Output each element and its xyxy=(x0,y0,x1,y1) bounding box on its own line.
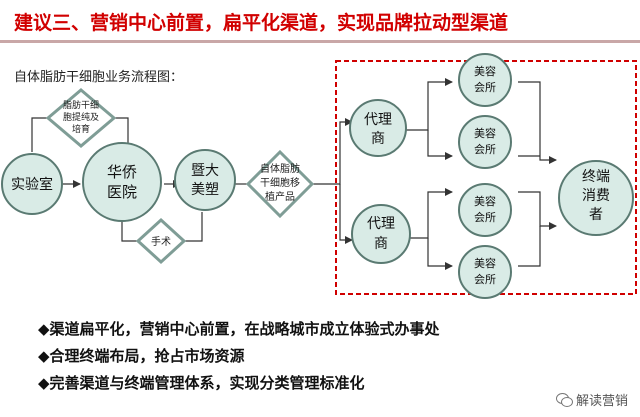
node-consumer-label-1: 终端 xyxy=(582,169,610,185)
node-meisu-label-2: 美塑 xyxy=(191,182,219,198)
page-title: 建议三、营销中心前置，扁平化渠道，实现品牌拉动型渠道 xyxy=(14,12,509,34)
bullet-item: ◆渠道扁平化，营销中心前置，在战略城市成立体验式办事处 xyxy=(38,320,440,338)
node-salon-2-label-2: 会所 xyxy=(474,143,496,156)
bullet-item: ◆完善渠道与终端管理体系，实现分类管理标准化 xyxy=(38,374,365,392)
node-meisu-label-1: 暨大 xyxy=(191,163,219,179)
extract-label-2: 胞提纯及 xyxy=(63,111,99,123)
node-salon-4-label-2: 会所 xyxy=(474,273,496,286)
node-salon-3-label-1: 美容 xyxy=(474,194,496,208)
node-hospital: 华侨 医院 xyxy=(82,142,162,222)
node-agent-2-label-1: 代理 xyxy=(367,216,395,232)
extract-label-1: 脂肪干细 xyxy=(63,99,99,111)
product-diamond: 自体脂肪 干细胞移 植产品 xyxy=(245,149,315,219)
node-consumer: 终端 消费 者 xyxy=(558,160,634,236)
node-salon-1: 美容 会所 xyxy=(458,53,512,107)
bullet-item: ◆合理终端布局，抢占市场资源 xyxy=(38,347,245,365)
product-label-2: 干细胞移 xyxy=(260,176,300,189)
product-label-3: 植产品 xyxy=(265,190,295,203)
watermark-text: 解读营销 xyxy=(575,394,628,409)
node-agent-2: 代理 商 xyxy=(351,204,411,264)
surgery-label: 手术 xyxy=(151,235,171,248)
node-lab: 实验室 xyxy=(1,153,63,215)
node-salon-3-label-2: 会所 xyxy=(474,211,496,224)
node-consumer-label-3: 者 xyxy=(589,207,603,223)
node-hospital-label-2: 医院 xyxy=(107,183,137,201)
extract-label-3: 培育 xyxy=(72,123,90,135)
node-salon-3: 美容 会所 xyxy=(458,183,512,237)
bullet-list: ◆渠道扁平化，营销中心前置，在战略城市成立体验式办事处 ◆合理终端布局，抢占市场… xyxy=(38,316,440,397)
node-agent-1: 代理 商 xyxy=(349,99,407,157)
connectors xyxy=(31,78,557,270)
wechat-icon xyxy=(555,392,573,407)
node-salon-2-label-1: 美容 xyxy=(474,126,496,140)
node-lab-label: 实验室 xyxy=(11,176,53,193)
node-salon-4: 美容 会所 xyxy=(458,245,512,299)
node-meisu: 暨大 美塑 xyxy=(174,149,236,211)
node-hospital-label-1: 华侨 xyxy=(107,163,137,181)
node-consumer-label-2: 消费 xyxy=(582,188,610,204)
node-salon-2: 美容 会所 xyxy=(458,115,512,169)
node-salon-4-label-1: 美容 xyxy=(474,256,496,270)
node-agent-1-label-2: 商 xyxy=(371,131,385,147)
title-divider xyxy=(0,40,640,43)
extract-diamond: 脂肪干细 胞提纯及 培育 xyxy=(45,88,117,148)
watermark: 解读营销 xyxy=(555,390,628,409)
node-agent-1-label-1: 代理 xyxy=(364,112,392,128)
surgery-diamond: 手术 xyxy=(135,217,187,265)
node-salon-1-label-2: 会所 xyxy=(474,81,496,94)
diagram-caption: 自体脂肪干细胞业务流程图： xyxy=(14,70,184,85)
node-salon-1-label-1: 美容 xyxy=(474,64,496,78)
product-label-1: 自体脂肪 xyxy=(260,162,300,175)
node-agent-2-label-2: 商 xyxy=(374,236,388,252)
